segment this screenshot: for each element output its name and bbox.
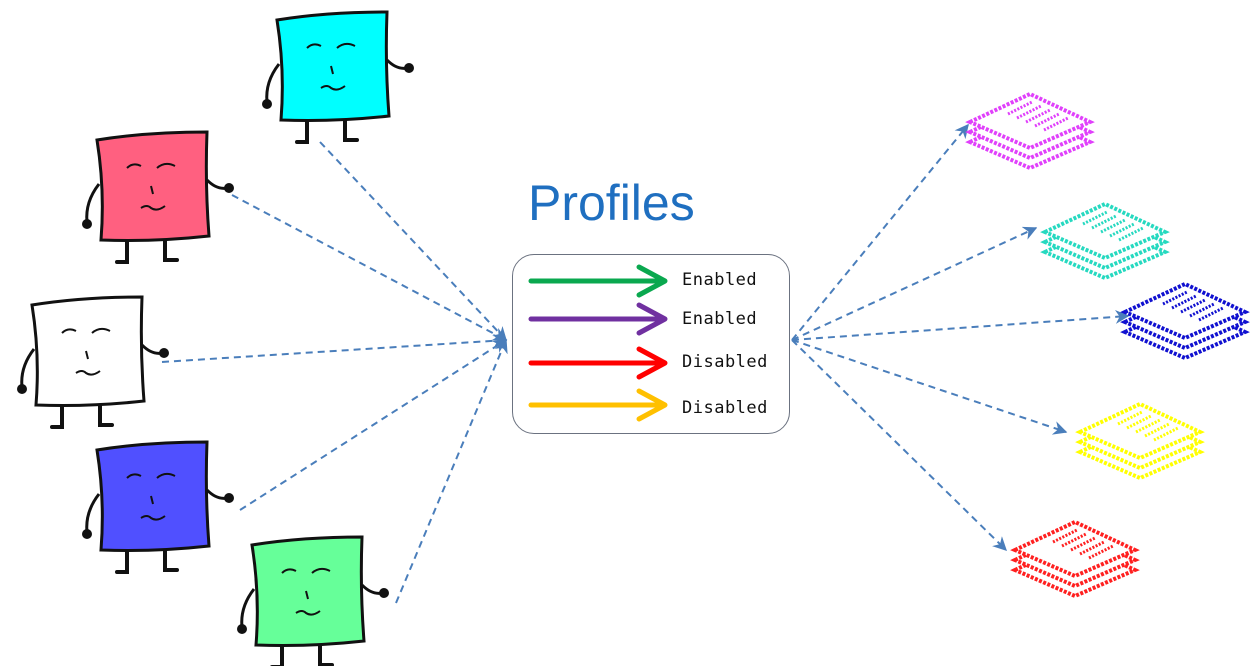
outbound-connector-4 (791, 339, 1068, 435)
document-stack-1 (965, 91, 1095, 171)
character-4-body (95, 440, 211, 552)
document-stack-5 (1010, 519, 1140, 599)
profile-4-status: Disabled (682, 398, 768, 418)
profile-1-status: Enabled (682, 270, 758, 290)
character-3 (17, 295, 169, 429)
character-1 (262, 10, 414, 144)
profiles-title: Profiles (528, 175, 695, 231)
character-1-body (275, 10, 391, 122)
outbound-connector-2 (791, 226, 1038, 341)
profile-2-status: Enabled (682, 309, 758, 329)
inbound-connector-2 (231, 194, 508, 341)
document-stack-2 (1040, 201, 1170, 281)
document-stack-layer (965, 91, 1250, 599)
connector-layer (161, 123, 1130, 604)
character-3-body (30, 295, 146, 407)
outbound-connector-3 (791, 309, 1130, 341)
profile-3-status: Disabled (682, 352, 768, 372)
profile-3-arrow (528, 346, 668, 380)
character-4 (82, 440, 234, 574)
character-2-body (95, 130, 211, 242)
inbound-connector-4 (239, 339, 508, 511)
profiles-panel (512, 254, 790, 434)
profile-2-arrow (528, 302, 668, 336)
character-5-body (250, 535, 366, 647)
profile-4-arrow (528, 388, 668, 422)
document-stack-4 (1075, 401, 1205, 481)
document-stack-3 (1120, 281, 1250, 361)
profile-arrows (528, 264, 668, 422)
profile-1-arrow (528, 264, 668, 298)
inbound-connector-1 (319, 141, 507, 342)
character-layer (17, 10, 414, 666)
outbound-connector-5 (791, 339, 1007, 551)
character-2 (82, 130, 234, 264)
outbound-connector-1 (791, 123, 969, 341)
character-5 (237, 535, 389, 666)
inbound-connector-3 (161, 333, 508, 363)
inbound-connector-5 (395, 338, 508, 604)
